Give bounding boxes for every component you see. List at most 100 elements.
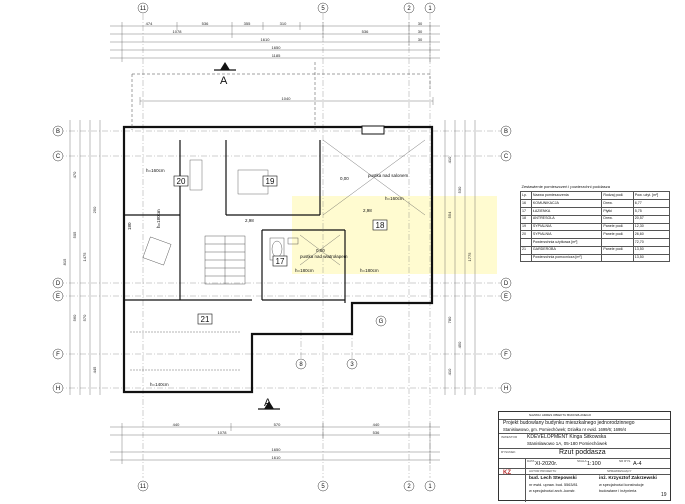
dim-right-6: 450 — [457, 341, 462, 348]
checker-detail-1: w specjalności konstrukcje — [599, 483, 644, 487]
drawing-row: RYSUNEK Rzut poddasza — [499, 448, 670, 459]
level-marker-17b: 2,98 — [245, 218, 254, 223]
roof-outline — [131, 62, 431, 130]
cell: 20,57 — [632, 214, 671, 224]
drawing-label: RYSUNEK — [501, 450, 516, 454]
axis-top-2: 2 — [407, 6, 411, 12]
dim-right-2: 554 — [447, 211, 452, 218]
cell: 5,75 — [632, 206, 671, 216]
axis-right-e: E — [504, 294, 508, 300]
dim-left-8: 445 — [92, 366, 97, 373]
axis-lines — [58, 14, 510, 478]
axis-right-h: H — [504, 386, 508, 392]
cell: Panele podł. — [601, 245, 634, 255]
dim-right-7: 410 — [447, 368, 452, 375]
axis-bottom-5: 5 — [321, 484, 325, 490]
cell: Drew. — [601, 214, 634, 224]
dim-top-8: 30 — [418, 29, 423, 34]
project-title: Projekt budowlany budynku mieszkalnego j… — [503, 420, 635, 426]
dim-left-1: 470 — [72, 171, 77, 178]
cell: 21 — [520, 245, 532, 255]
outer-walls — [122, 125, 434, 394]
signatures-header: AUTOR PROJEKTU SPRAWDZAJĄCY — [499, 468, 670, 475]
dim-left-2: 505 — [72, 231, 77, 238]
header-area: Pow. użyt. [m²] — [632, 191, 671, 201]
dim-left-7: 815 — [62, 258, 67, 265]
table-row: Powierzchnia pomocnicza [m²]13,50 — [520, 253, 671, 263]
left-dimension-lines — [69, 120, 101, 395]
table-row: Powierzchnia użytkowa [m²] 72,70 — [520, 238, 671, 247]
cell: 72,70 — [632, 238, 671, 247]
dim-left-6: 570 — [82, 314, 87, 321]
cell: ANTRESOLA — [530, 214, 603, 224]
level-marker-18b: 2,98 — [363, 208, 372, 213]
axis-inner-g: G — [379, 319, 384, 325]
cell: 20 — [520, 230, 532, 240]
axis-top-1: 1 — [428, 6, 432, 12]
room-16-height-value: 180 — [127, 222, 132, 230]
scale-label: SKALA — [577, 459, 587, 463]
company-logo: KZ — [503, 470, 511, 476]
cell: ŁAZIENKA — [530, 206, 603, 216]
cell: KOMUNIKACJA — [530, 199, 603, 208]
axis-left-f: F — [56, 352, 60, 358]
axis-bubbles — [52, 2, 512, 492]
cell — [601, 238, 634, 247]
header-lp: Lp. — [520, 191, 532, 201]
top-dimension-values: 474 536 355 310 30 1078 536 30 1610 30 1… — [146, 21, 423, 101]
dim-right-1: 410 — [447, 156, 452, 163]
sheet-number: 19 — [661, 492, 667, 498]
cell: Powierzchnia użytkowa [m²] — [530, 238, 603, 247]
axis-mid-3: 3 — [350, 362, 354, 368]
axis-mid-8: 8 — [299, 362, 303, 368]
axis-left-b: B — [56, 129, 60, 135]
title-block: NAZWA I ADRES OBIEKTU BUDOWLANEGO Projek… — [498, 411, 671, 502]
right-dimension-values: 410 554 530 1775 780 450 410 — [447, 156, 472, 375]
room-17-number: 17 — [276, 257, 285, 266]
dim-top-9: 1610 — [261, 37, 271, 42]
cell: 16 — [520, 199, 532, 208]
room-19-number: 19 — [266, 177, 275, 186]
dim-right-4: 1775 — [467, 252, 472, 262]
top-dimension-ticks — [121, 22, 434, 105]
axis-right-d: D — [504, 281, 509, 287]
header-name: Nazwa pomieszczenia — [530, 191, 603, 201]
room-schedule-table: Zestawienie pomieszczeń i powierzchni po… — [520, 184, 671, 263]
void-label-salon: pustka nad salonem — [368, 173, 409, 178]
section-letter-bottom: A — [264, 397, 272, 409]
dim-top-4: 310 — [280, 21, 287, 26]
dim-bottom-7: 1610 — [272, 455, 282, 460]
cell: SYPIALNIA — [530, 222, 603, 232]
room-20-number: 20 — [177, 177, 186, 186]
highlight-overlay — [292, 196, 497, 274]
cell — [520, 238, 532, 247]
room-20-height: h=160cm — [146, 168, 165, 173]
axis-bottom-1: 1 — [428, 484, 432, 490]
scale-value: 1:100 — [587, 461, 601, 467]
dim-right-3: 530 — [457, 186, 462, 193]
section-marker-bottom: A — [258, 397, 280, 410]
logo-cell: KZ — [499, 458, 526, 502]
cell: 12,30 — [632, 222, 671, 232]
dim-bottom-3: 440 — [373, 422, 380, 427]
cell: 6,77 — [632, 199, 671, 208]
room-labels: 20 19 18 17 21 — [173, 175, 388, 325]
axis-right-c: C — [504, 154, 509, 160]
room-17-height: h=180cm — [295, 268, 314, 273]
axis-top-5: 5 — [321, 6, 325, 12]
room-schedule-header: Lp. Nazwa pomieszczenia Rodzaj podł. Pow… — [520, 191, 671, 201]
cell: GARDEROBA — [530, 245, 603, 255]
dim-top-10: 30 — [418, 37, 423, 42]
dim-inner-span: 1040 — [282, 96, 292, 101]
author-detail-2: w specjalności arch.-konstr. — [529, 489, 576, 493]
axis-right-b: B — [504, 129, 508, 135]
room-schedule-title: Zestawienie pomieszczeń i powierzchni po… — [521, 184, 611, 190]
dim-left-4: 250 — [92, 206, 97, 213]
room-18b-height: h=180cm — [360, 268, 379, 273]
axis-top-11: 11 — [140, 6, 147, 12]
checker-detail-2: budowlane i inżynieria — [599, 489, 637, 493]
